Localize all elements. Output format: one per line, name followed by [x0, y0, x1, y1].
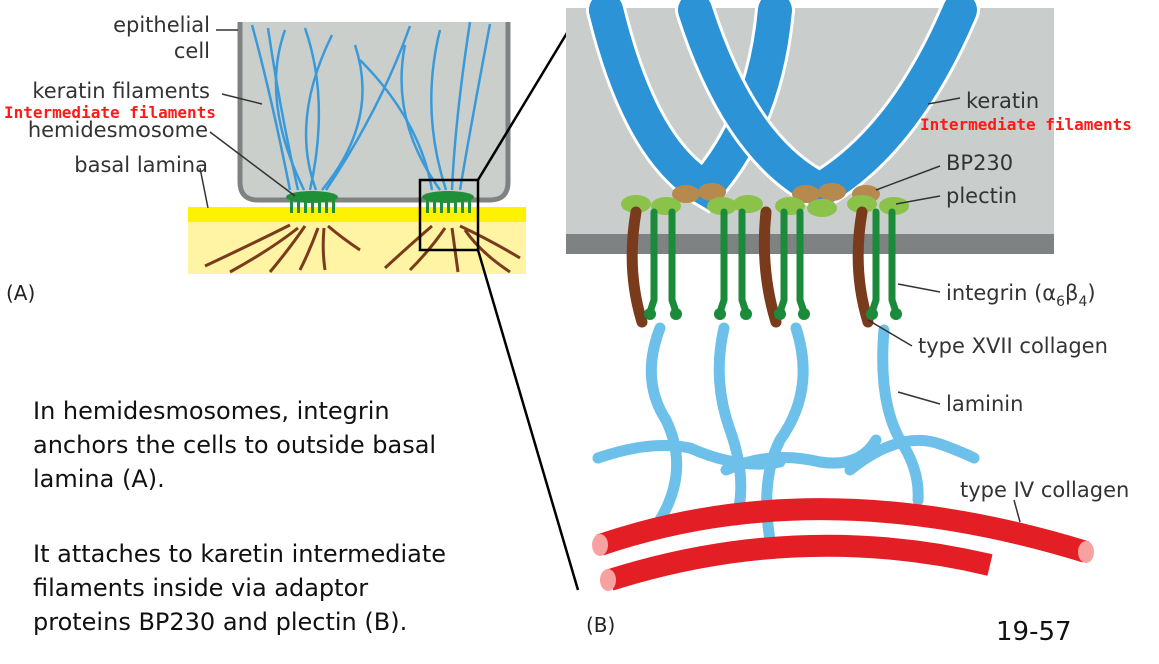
label-plectin: plectin	[946, 184, 1017, 208]
panel-a-tag: (A)	[6, 281, 35, 305]
panel-a-leaders	[199, 29, 296, 209]
type-xvii-collagen	[626, 206, 874, 328]
caption-line: proteins BP230 and plectin (B).	[33, 608, 408, 636]
label-epithelial-1: epithelial	[113, 13, 210, 37]
label-epithelial-2: cell	[174, 39, 210, 63]
hemidesmosome-left	[286, 191, 338, 213]
caption-line: It attaches to karetin intermediate	[33, 540, 447, 568]
panel-a: epithelial cell keratin filaments Interm…	[4, 13, 526, 305]
lamina-fibers	[204, 223, 521, 274]
zoom-projection-lines	[476, 27, 580, 591]
label-type-xvii-collagen: type XVII collagen	[918, 334, 1108, 358]
label-basal-lamina: basal lamina	[74, 153, 208, 177]
label-intermediate-filaments-a: Intermediate filaments	[4, 103, 216, 122]
plectin-proteins	[621, 195, 909, 217]
label-keratin-filaments: keratin filaments	[32, 79, 210, 103]
caption-paragraph-1: In hemidesmosomes, integrin anchors the …	[33, 394, 436, 496]
caption-line: anchors the cells to outside basal	[33, 431, 437, 459]
basal-lamina-top	[188, 207, 526, 222]
zoom-box	[418, 178, 480, 252]
label-laminin: laminin	[946, 392, 1023, 416]
laminin-network	[592, 322, 980, 546]
label-intermediate-filaments-b: Intermediate filaments	[920, 115, 1132, 134]
caption-line: lamina (A).	[33, 465, 165, 493]
plasma-membrane-b	[566, 234, 1054, 254]
label-keratin: keratin	[966, 89, 1039, 113]
integrin-feet	[644, 308, 902, 320]
caption-line: In hemidesmosomes, integrin	[33, 397, 390, 425]
type-iv-collagen	[592, 498, 1094, 591]
keratin-filaments-a	[250, 21, 492, 191]
panel-b: keratin Intermediate filaments BP230 ple…	[566, 0, 1132, 637]
label-bp230: BP230	[946, 151, 1013, 175]
label-integrin: integrin (α6β4)	[946, 281, 1096, 310]
panel-b-leaders	[867, 97, 1021, 523]
label-type-iv-collagen: type IV collagen	[960, 478, 1129, 502]
page-number: 19-57	[996, 617, 1072, 647]
caption-line: filaments inside via adaptor	[33, 574, 369, 602]
caption-paragraph-2: It attaches to karetin intermediate fila…	[33, 537, 446, 639]
label-hemidesmosome: hemidesmosome	[28, 118, 208, 142]
panel-b-tag: (B)	[586, 613, 615, 637]
hemidesmosome-right	[422, 191, 474, 213]
